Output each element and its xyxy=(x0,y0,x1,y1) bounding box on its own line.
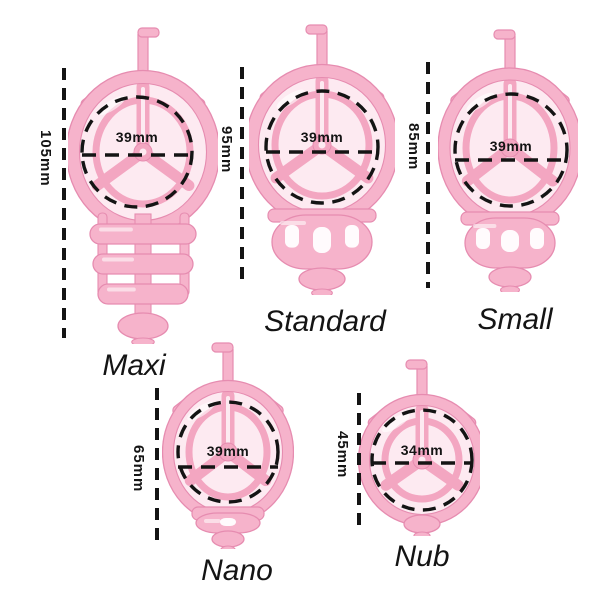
product-name-standard: Standard xyxy=(264,305,386,338)
length-label-nub: 45mm xyxy=(334,431,351,479)
diameter-label-small: 39mm xyxy=(489,138,533,154)
length-dimension-line-nub xyxy=(357,393,361,525)
length-label-maxi: 105mm xyxy=(37,130,54,187)
length-label-nano: 65mm xyxy=(130,445,147,493)
cage-illustration-small xyxy=(438,29,578,292)
diameter-annotation-small xyxy=(453,92,569,208)
product-name-small: Small xyxy=(477,303,553,336)
length-label-standard: 95mm xyxy=(218,126,235,174)
length-dimension-line-standard xyxy=(240,67,244,285)
diameter-label-maxi: 39mm xyxy=(115,129,159,145)
diameter-annotation-nub xyxy=(370,408,474,512)
product-name-nano: Nano xyxy=(201,554,273,587)
cage-illustration-maxi xyxy=(68,27,218,344)
product-name-nub: Nub xyxy=(394,540,450,573)
diameter-annotation-standard xyxy=(264,89,380,205)
diameter-annotation-maxi xyxy=(80,95,194,209)
diameter-label-standard: 39mm xyxy=(300,129,344,145)
diameter-annotation-nano xyxy=(176,400,280,504)
length-dimension-line-maxi xyxy=(62,68,66,338)
diameter-label-nub: 34mm xyxy=(400,442,444,458)
length-label-small: 85mm xyxy=(405,123,422,171)
cage-illustration-standard xyxy=(249,24,395,295)
cage-illustration-nano xyxy=(162,342,294,549)
length-dimension-line-small xyxy=(426,62,430,288)
cage-illustration-nub xyxy=(357,359,480,536)
diameter-label-nano: 39mm xyxy=(206,443,250,459)
product-name-maxi: Maxi xyxy=(102,349,166,382)
length-dimension-line-nano xyxy=(155,388,159,545)
